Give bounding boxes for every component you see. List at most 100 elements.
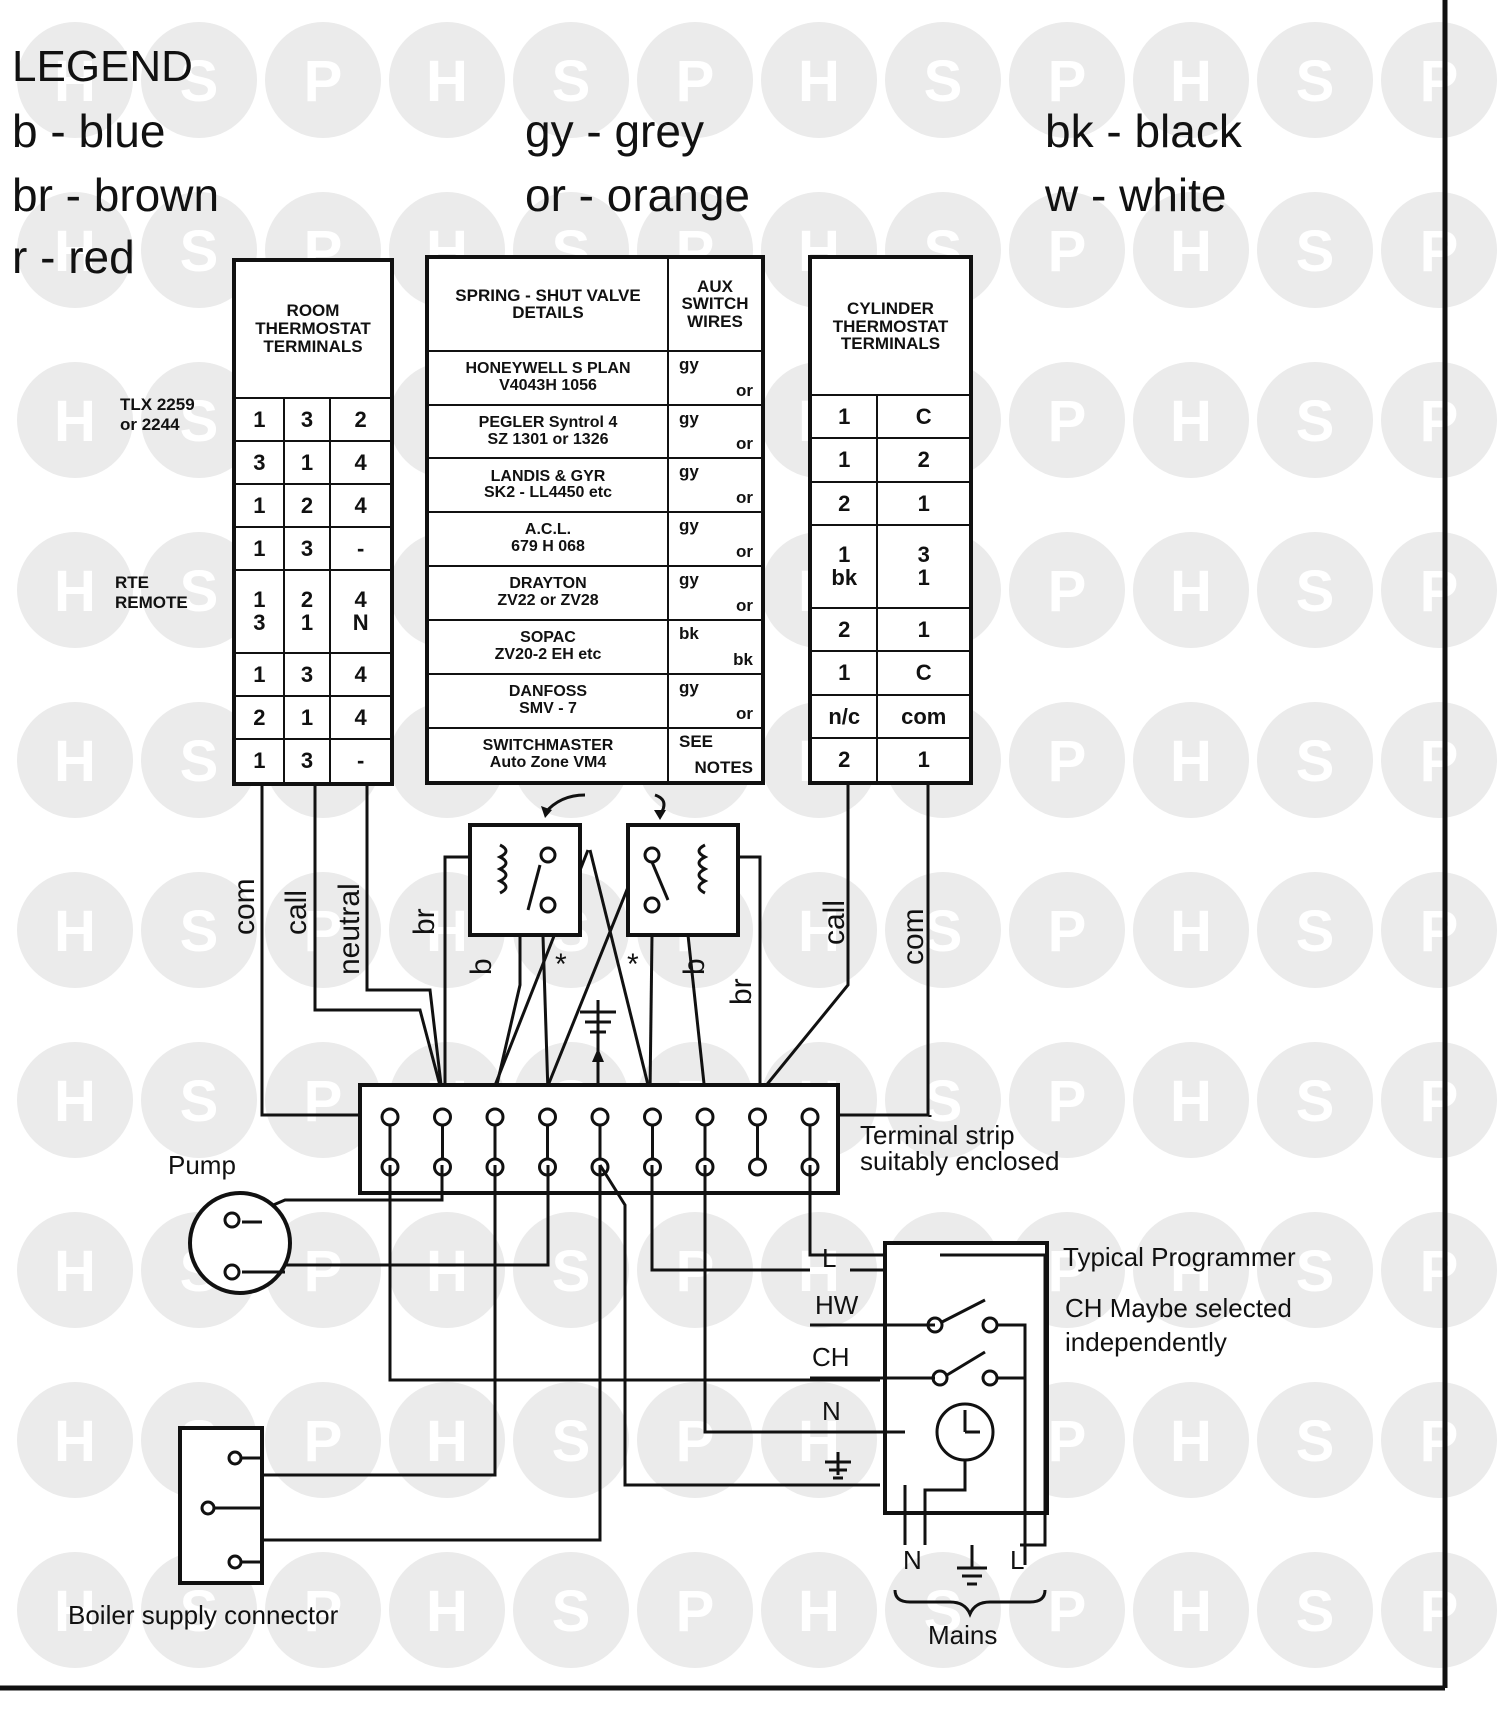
- svg-text:H: H: [1170, 1069, 1212, 1134]
- room-thermostat-cell: 3: [282, 738, 332, 785]
- room-thermostat-cell: 3: [282, 396, 332, 442]
- room-thermostat-cell: 3: [233, 439, 285, 485]
- svg-text:S: S: [1296, 899, 1335, 964]
- svg-text:P: P: [1048, 1409, 1087, 1474]
- svg-text:P: P: [304, 1239, 343, 1304]
- valve-wire-b: bk: [733, 649, 753, 669]
- svg-text:P: P: [1420, 559, 1459, 624]
- svg-text:H: H: [1170, 729, 1212, 794]
- svg-text:H: H: [54, 729, 96, 794]
- cylinder-thermostat-cell: 1 bk: [808, 523, 879, 610]
- valve-name: DANFOSS SMV - 7: [426, 672, 669, 729]
- valve-wire-b: NOTES: [694, 758, 753, 777]
- svg-text:P: P: [1048, 1239, 1087, 1304]
- room-thermostat-cell: -: [329, 525, 393, 572]
- svg-text:P: P: [1048, 559, 1087, 624]
- svg-text:P: P: [1420, 1069, 1459, 1134]
- svg-text:S: S: [924, 899, 963, 964]
- room-thermostat-cell: -: [329, 738, 393, 785]
- svg-text:S: S: [180, 389, 219, 454]
- valve-name: A.C.L. 679 H 068: [426, 511, 669, 568]
- valve-wire-a: SEE: [679, 731, 714, 751]
- svg-text:H: H: [798, 899, 840, 964]
- legend-black: bk - black: [1045, 105, 1242, 157]
- svg-text:P: P: [304, 1579, 343, 1644]
- svg-text:H: H: [426, 1409, 468, 1474]
- valve-wire-a: gy: [679, 462, 699, 482]
- svg-text:H: H: [54, 219, 96, 284]
- svg-text:P: P: [1420, 1409, 1459, 1474]
- svg-text:S: S: [180, 1579, 219, 1644]
- valve-name: SOPAC ZV20-2 EH etc: [426, 619, 669, 675]
- cylinder-thermostat-cell: 2: [808, 736, 879, 785]
- room-thermostat-cell: 2: [282, 482, 332, 528]
- valve-wire-a: bk: [679, 624, 699, 644]
- svg-text:S: S: [924, 49, 963, 114]
- wire-label-br-right: br: [725, 978, 758, 1005]
- room-thermostat-cell: 1: [233, 525, 285, 572]
- wire-label-star-left: *: [555, 948, 567, 981]
- svg-text:S: S: [1296, 49, 1335, 114]
- svg-text:P: P: [1420, 1239, 1459, 1304]
- valve-wires: SEE NOTES: [667, 726, 764, 785]
- cylinder-thermostat-cell: C: [876, 394, 972, 440]
- svg-text:H: H: [1170, 559, 1212, 624]
- mains-l-label: L: [1010, 1545, 1025, 1575]
- svg-text:S: S: [180, 219, 219, 284]
- svg-text:P: P: [1048, 389, 1087, 454]
- svg-text:S: S: [1296, 1239, 1335, 1304]
- svg-text:P: P: [1048, 49, 1087, 114]
- svg-text:S: S: [1296, 389, 1335, 454]
- svg-text:P: P: [1048, 219, 1087, 284]
- cylinder-thermostat-header: CYLINDER THERMOSTAT TERMINALS: [809, 255, 972, 397]
- room-thermostat-cell: 2 1: [282, 569, 332, 654]
- svg-text:P: P: [1048, 1579, 1087, 1644]
- svg-text:H: H: [1170, 1239, 1212, 1304]
- svg-text:P: P: [1420, 389, 1459, 454]
- programmer-terminal-0: L: [822, 1243, 837, 1273]
- legend-red: r - red: [12, 231, 135, 283]
- wire-label-star-right: *: [627, 948, 639, 981]
- valve-wire-a: gy: [679, 570, 699, 590]
- svg-text:P: P: [304, 1069, 343, 1134]
- room-thermostat-cell: 2: [329, 396, 393, 442]
- valve-wire-a: gy: [679, 408, 699, 428]
- room-thermostat-cell: 1: [282, 439, 332, 485]
- legend-orange: or - orange: [525, 169, 751, 221]
- room-thermostat-cell: 4 N: [329, 569, 393, 654]
- wire-label-br-left: br: [408, 908, 441, 935]
- svg-text:S: S: [180, 729, 219, 794]
- svg-text:H: H: [54, 1069, 96, 1134]
- svg-text:H: H: [426, 1579, 468, 1644]
- svg-text:S: S: [924, 1069, 963, 1134]
- svg-text:H: H: [798, 1579, 840, 1644]
- room-thermostat-cell: 1: [233, 482, 285, 528]
- cylinder-thermostat-cell: 1: [808, 650, 879, 696]
- svg-text:H: H: [54, 899, 96, 964]
- valve-wire-a: gy: [679, 516, 699, 536]
- valve-wire-b: or: [736, 703, 753, 723]
- terminal-strip-label: Terminal strip suitably enclosed: [860, 1120, 1060, 1176]
- svg-text:H: H: [54, 1409, 96, 1474]
- svg-text:H: H: [54, 1239, 96, 1304]
- valve-wire-a: gy: [679, 354, 699, 374]
- wire-label-call-left: call: [280, 889, 313, 935]
